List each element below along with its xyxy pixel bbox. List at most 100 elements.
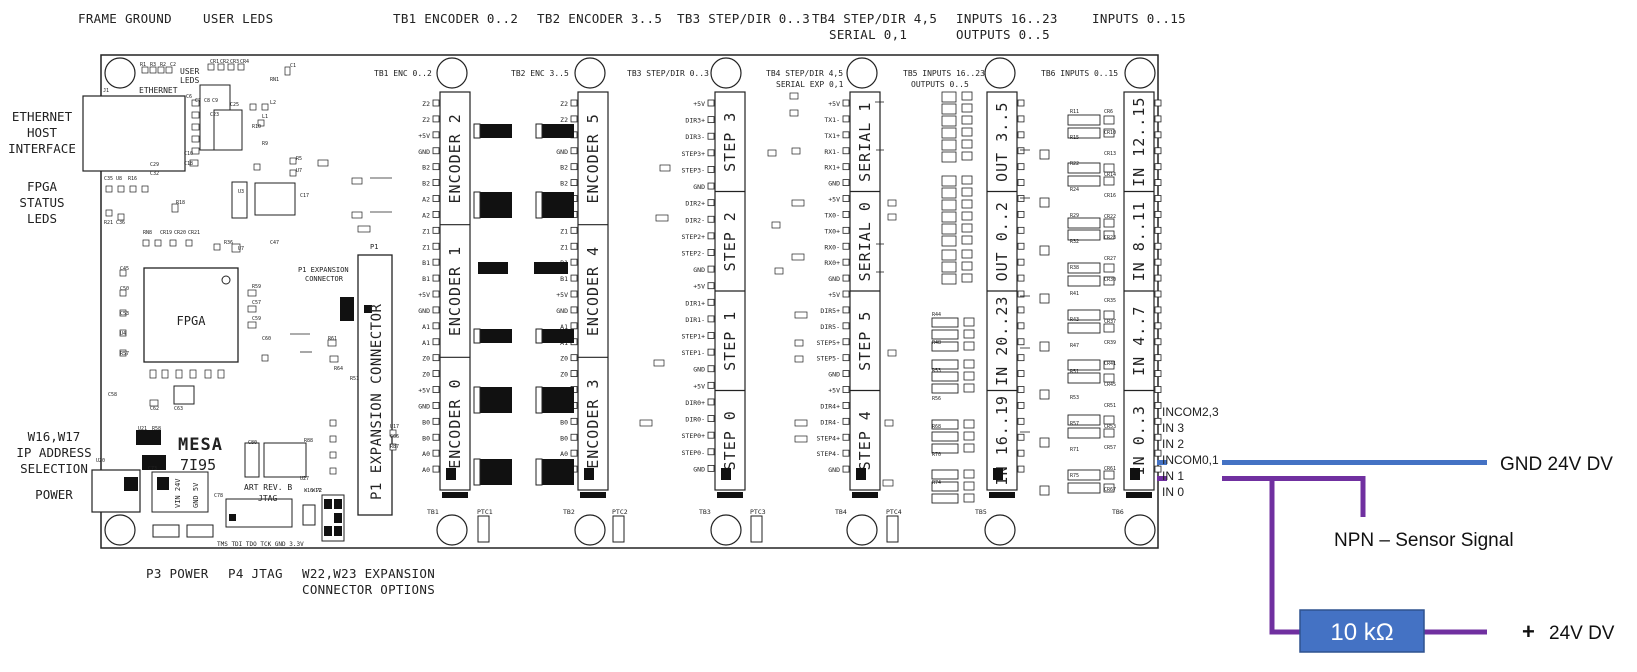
tb2-block-label: ENCODER 5 — [584, 113, 602, 203]
tb5-pin — [1017, 115, 1025, 123]
p1-small-1: P1 EXPANSION — [298, 266, 349, 274]
tb2-block-label: ENCODER 3 — [584, 379, 602, 469]
smd-part — [231, 243, 241, 253]
driver-chip-cap — [473, 191, 481, 219]
tb2-block-label: ENCODER 4 — [584, 246, 602, 336]
smd-part — [329, 435, 337, 443]
tb2-pin-label: Z1 — [560, 243, 568, 251]
tb4-pin — [842, 258, 850, 266]
ref-designator: C10 — [184, 151, 193, 157]
input-resistor — [1067, 229, 1101, 241]
ref-designator: R64 — [334, 366, 343, 372]
ref-designator: U17 — [390, 424, 399, 430]
smd-part — [329, 451, 337, 459]
tb1-pin-label: +5V — [418, 132, 430, 140]
output-fet — [941, 235, 957, 247]
input-led-ref: CR10 — [1104, 130, 1116, 136]
tb3-block-label: STEP 1 — [721, 311, 739, 371]
model-number: 7I95 — [180, 456, 216, 474]
tb2-pin — [570, 370, 578, 377]
smd-part — [129, 185, 137, 193]
input-led-ref: CR57 — [1104, 445, 1116, 451]
tb4-pin-label: DIR4- — [820, 418, 840, 426]
smd-part — [191, 111, 200, 119]
tb3-pin — [707, 149, 715, 157]
signal-wire-stub — [1157, 476, 1167, 481]
output-fet — [941, 211, 957, 223]
in-0: IN 0 — [1162, 485, 1184, 499]
ref-designator: C23 — [210, 112, 219, 118]
driver-chip-cap — [473, 328, 481, 344]
tb3-pin — [707, 315, 715, 323]
tb4-pin1 — [856, 468, 866, 480]
in-2: IN 2 — [1162, 437, 1184, 451]
ptc4 — [886, 515, 899, 543]
tb3-pin-label: STEP0- — [682, 449, 705, 457]
output-part — [961, 223, 973, 233]
output-led — [963, 481, 975, 491]
tb2-pin — [570, 242, 578, 250]
driver-chip — [540, 387, 574, 413]
ref-designator: R3 — [150, 62, 156, 68]
tb2-pin-label: B2 — [560, 164, 568, 172]
tb1-pin — [432, 354, 440, 362]
smd-part — [141, 66, 149, 74]
tb1-pin-label: B2 — [422, 180, 430, 188]
ref-designator: W17 — [312, 488, 321, 494]
silk-ethernet: ETHERNET — [139, 86, 178, 95]
input-ref: R11 — [1070, 109, 1079, 115]
tb3-pin-label: DIR3- — [685, 133, 705, 141]
ethernet-phy — [213, 109, 243, 151]
smd-part — [257, 119, 265, 127]
tb4-strip — [852, 492, 878, 498]
smd-part — [105, 209, 113, 217]
smd-part — [261, 354, 269, 362]
tb6-pin — [1154, 354, 1162, 362]
u8 — [254, 182, 296, 216]
tb4-pin-label: STEP4- — [817, 450, 840, 458]
ref-designator: C62 — [150, 406, 159, 412]
output-ref: R68 — [932, 424, 941, 430]
input-resistor — [1067, 372, 1101, 384]
output-part — [961, 235, 973, 245]
mounting-hole — [1124, 514, 1156, 546]
smd-part — [185, 239, 193, 247]
output-resistor — [931, 371, 959, 382]
u20 — [173, 385, 195, 405]
label-w16-w17: W16,W17 — [28, 429, 81, 444]
input-ref: R51 — [1070, 369, 1079, 375]
p3-footprint — [152, 524, 180, 538]
wiring: 10 kΩ GND 24V DV NPN – Sensor Signal + 2… — [1157, 454, 1615, 653]
tb5-pin — [1017, 338, 1025, 346]
p1-key — [340, 297, 354, 321]
fpga-chip — [143, 267, 239, 363]
tb1-pin — [432, 195, 440, 202]
tag-tb5: TB5 — [975, 508, 987, 516]
tb3-pin — [707, 99, 715, 107]
input-ref: R75 — [1070, 473, 1079, 479]
smd-part — [327, 339, 337, 347]
tag-ptc2: PTC2 — [612, 508, 628, 516]
ref-designator: R18 — [176, 200, 185, 206]
left-labels: ETHERNET HOST INTERFACE FPGA STATUS LEDS… — [8, 109, 92, 502]
tb2-pin — [570, 115, 578, 123]
tb-hole — [436, 514, 468, 546]
tb3-pin1 — [721, 468, 731, 480]
tb6-pin — [1154, 417, 1162, 425]
tb1-pin — [432, 322, 440, 330]
tb3-strip — [717, 492, 743, 498]
silk-tb6: TB6 INPUTS 0..15 — [1041, 69, 1118, 78]
output-resistor — [931, 329, 959, 340]
tb4-pin-label: GND — [828, 180, 840, 188]
output-led — [963, 443, 975, 453]
tag-tb4: TB4 — [835, 508, 847, 516]
ref-designator: C53 — [120, 311, 129, 317]
output-part — [961, 103, 973, 113]
tb4-pin — [842, 131, 850, 139]
tb5-pin — [1017, 99, 1025, 107]
ref-designator: R61 — [328, 336, 337, 342]
tb3-pin — [707, 348, 715, 356]
tb4-block-label: SERIAL 1 — [856, 102, 874, 182]
tb2-pin — [570, 306, 578, 314]
tb1-pin-label: +5V — [418, 387, 430, 395]
